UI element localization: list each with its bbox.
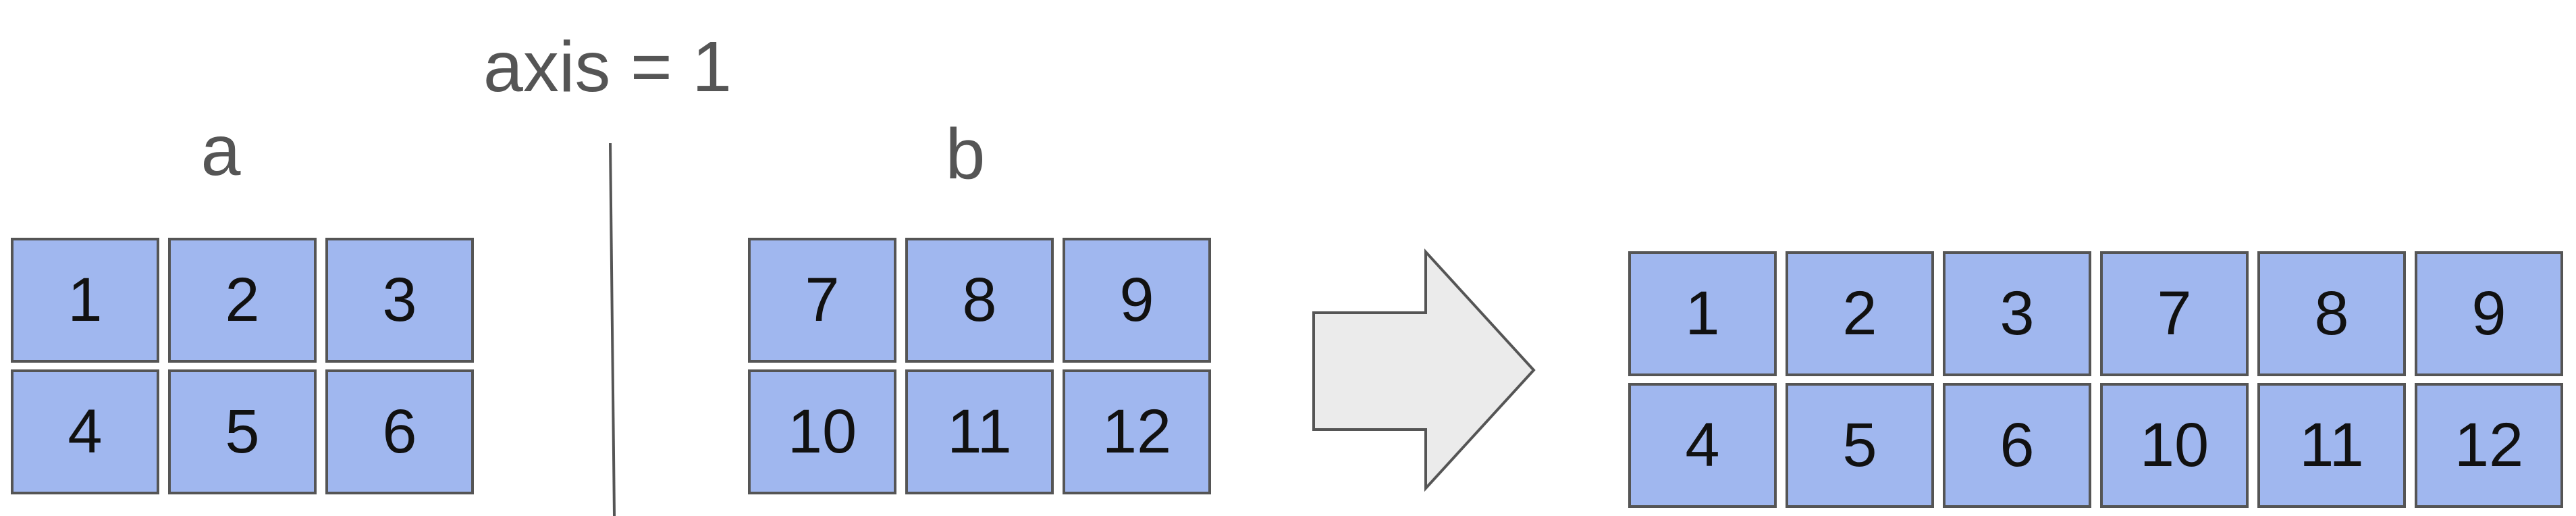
axis-label: axis = 1 [483,27,732,107]
array-b-cell: 11 [905,369,1054,494]
result-cell: 11 [2257,383,2406,508]
array-a-cell: 3 [325,238,474,363]
result-cell: 4 [1628,383,1777,508]
array-b-cell: 12 [1063,369,1211,494]
result-cell: 5 [1786,383,1934,508]
array-b-cell: 10 [748,369,896,494]
array-b-name: b [945,114,986,194]
result-cell: 6 [1943,383,2091,508]
array-a-name: a [200,111,241,190]
array-a-cell: 2 [168,238,317,363]
array-a-cell: 6 [325,369,474,494]
array-a-grid: 1 2 3 4 5 6 [11,238,475,496]
result-cell: 7 [2100,251,2249,376]
result-cell: 12 [2415,383,2563,508]
result-cell: 1 [1628,251,1777,376]
array-a-cell: 1 [11,238,159,363]
result-cell: 10 [2100,383,2249,508]
result-cell: 3 [1943,251,2091,376]
array-b-cell: 7 [748,238,896,363]
result-cell: 2 [1786,251,1934,376]
array-b-grid: 7 8 9 10 11 12 [748,238,1212,496]
array-b-cell: 8 [905,238,1054,363]
result-cell: 9 [2415,251,2563,376]
result-grid: 1 2 3 7 8 9 4 5 6 10 11 12 [1628,251,2564,509]
array-a-cell: 5 [168,369,317,494]
array-b-cell: 9 [1063,238,1211,363]
result-cell: 8 [2257,251,2406,376]
right-arrow-icon [1312,249,1536,492]
array-a-cell: 4 [11,369,159,494]
